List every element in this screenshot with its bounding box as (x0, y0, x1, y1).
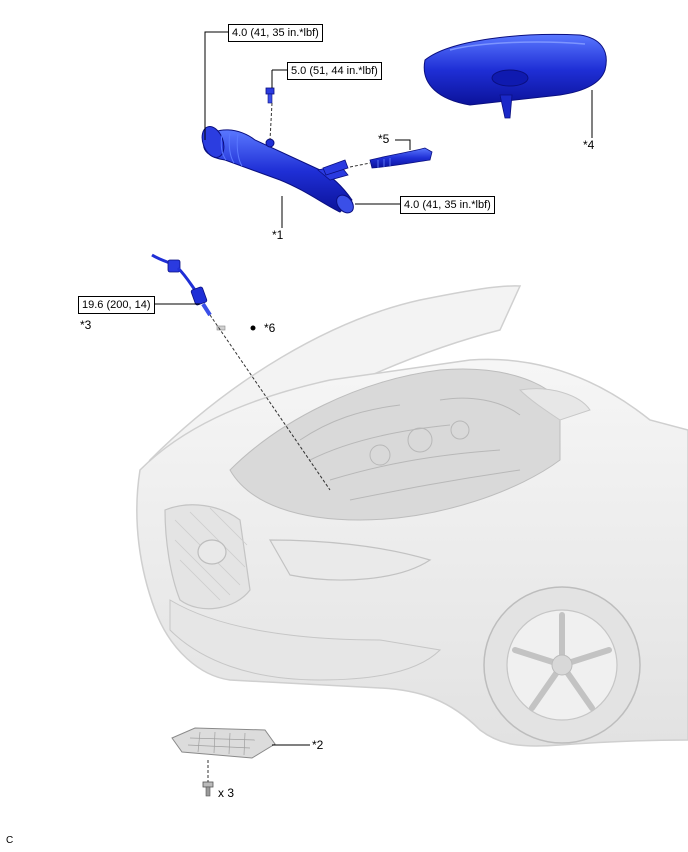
callout-2: *2 (312, 738, 324, 752)
engine-bay (229, 368, 561, 521)
dashed-lines (207, 102, 371, 782)
side-mirror (518, 388, 591, 421)
dot-marker (250, 325, 256, 331)
torque-spec-3: 4.0 (41, 35 in.*lbf) (400, 196, 495, 214)
screw-icon (202, 781, 214, 797)
oxygen-sensor (151, 253, 212, 317)
torque-spec-1: 4.0 (41, 35 in.*lbf) (228, 24, 323, 42)
torque-spec-2: 5.0 (51, 44 in.*lbf) (287, 62, 382, 80)
figure-code: C (6, 835, 14, 846)
callout-1: *1 (272, 228, 284, 242)
emblem (197, 539, 227, 565)
ventilation-hose (322, 147, 433, 176)
callout-3: *3 (80, 318, 92, 332)
front-bumper (169, 599, 442, 681)
callout-6: *6 (264, 321, 276, 335)
headlight (268, 539, 432, 581)
leader-lines (152, 31, 593, 746)
callout-5: *5 (378, 132, 390, 146)
engine-under-cover (171, 727, 276, 759)
engine-cover (423, 33, 607, 119)
callout-4: *4 (583, 138, 595, 152)
gasket-part (216, 325, 226, 331)
quantity-label: x 3 (218, 786, 235, 800)
vehicle-front-view (136, 285, 688, 747)
bolt-icon (265, 87, 275, 104)
torque-spec-4: 19.6 (200, 14) (78, 296, 155, 314)
